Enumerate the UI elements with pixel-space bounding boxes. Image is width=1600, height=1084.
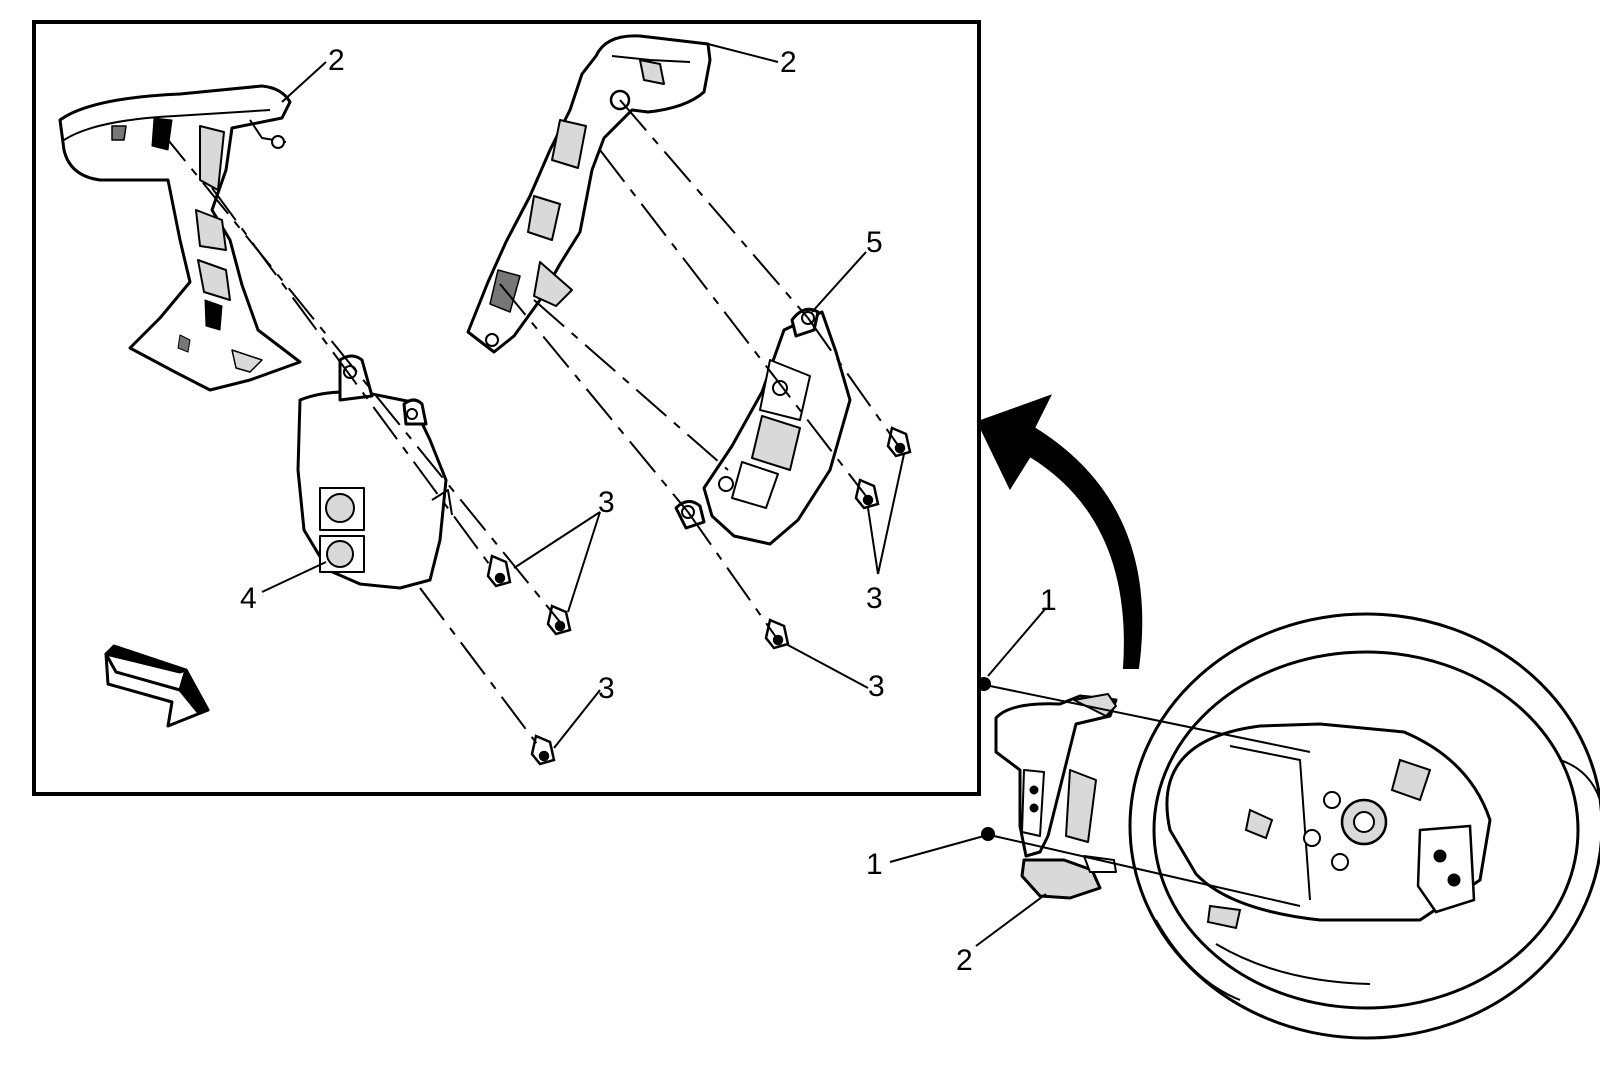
callout-3: 3 (868, 670, 885, 703)
alignment-lines (159, 99, 901, 749)
callout-leaders (261, 43, 1047, 947)
callout-labels: 1 1 2 2 2 3 3 3 3 4 5 (240, 44, 1057, 977)
bolt (854, 478, 880, 510)
callout-2: 2 (956, 944, 973, 977)
bolt (530, 734, 556, 766)
callout-3: 3 (598, 672, 615, 705)
callout-3: 3 (866, 582, 883, 615)
callout-1: 1 (866, 848, 883, 881)
right-switch-part (674, 307, 852, 546)
bolts-group (486, 426, 912, 766)
callout-4: 4 (240, 582, 257, 615)
callout-2: 2 (780, 46, 797, 79)
pin (977, 677, 991, 691)
left-switch-part (296, 354, 453, 590)
callout-2: 2 (328, 44, 345, 77)
callout-5: 5 (866, 226, 883, 259)
bolt (486, 554, 512, 588)
pin (981, 827, 995, 841)
bolt (764, 618, 790, 650)
steering-wheel (1128, 612, 1600, 1040)
curved-pointer-arrow (976, 394, 1143, 669)
view-direction-arrow (104, 644, 210, 728)
callout-3: 3 (598, 486, 615, 519)
right-bezel-part (466, 34, 712, 354)
detail-inset-frame (32, 20, 981, 796)
callout-1: 1 (1040, 584, 1057, 617)
pins-and-leaders (977, 677, 1311, 907)
